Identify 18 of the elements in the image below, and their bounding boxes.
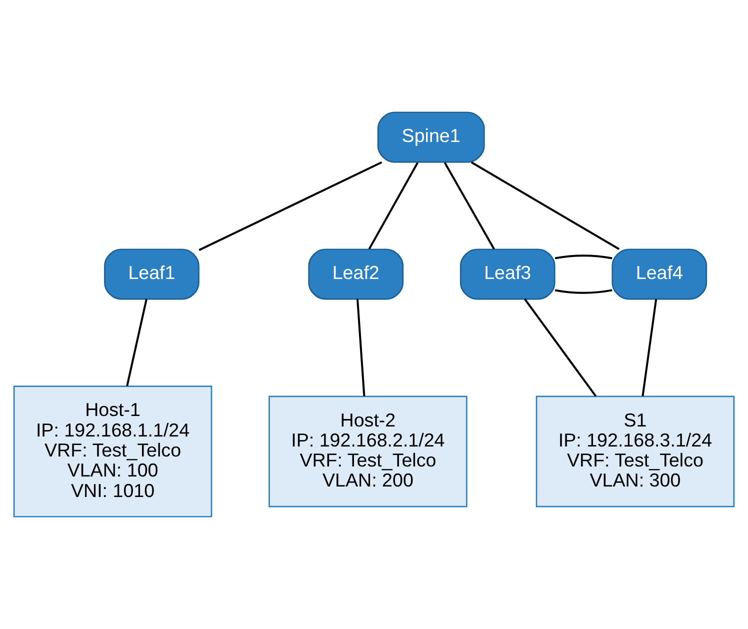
connector — [444, 162, 495, 250]
node-box: Leaf1 — [104, 248, 200, 300]
connector — [356, 299, 366, 396]
node-box: Host-1 IP: 192.168.1.1/24 VRF: Test_Telco VLAN: 100 VNI: 1010 — [13, 386, 212, 518]
node-box: Host-2 IP: 192.168.2.1/24 VRF: Test_Telco VLAN: 200 — [268, 396, 468, 508]
connector — [554, 289, 612, 294]
connector — [126, 298, 148, 386]
node-box: Leaf3 — [460, 248, 556, 300]
connector — [198, 161, 382, 251]
node-box: Spine1 — [377, 112, 485, 163]
node-box: Leaf4 — [612, 248, 708, 300]
node-box: Leaf2 — [308, 248, 404, 300]
connector — [642, 298, 658, 396]
connector — [524, 298, 597, 397]
connector — [554, 254, 612, 260]
connector — [368, 162, 419, 250]
connector — [470, 161, 620, 250]
node-box: S1 IP: 192.168.3.1/24 VRF: Test_Telco VLAN: 300 — [536, 396, 735, 508]
